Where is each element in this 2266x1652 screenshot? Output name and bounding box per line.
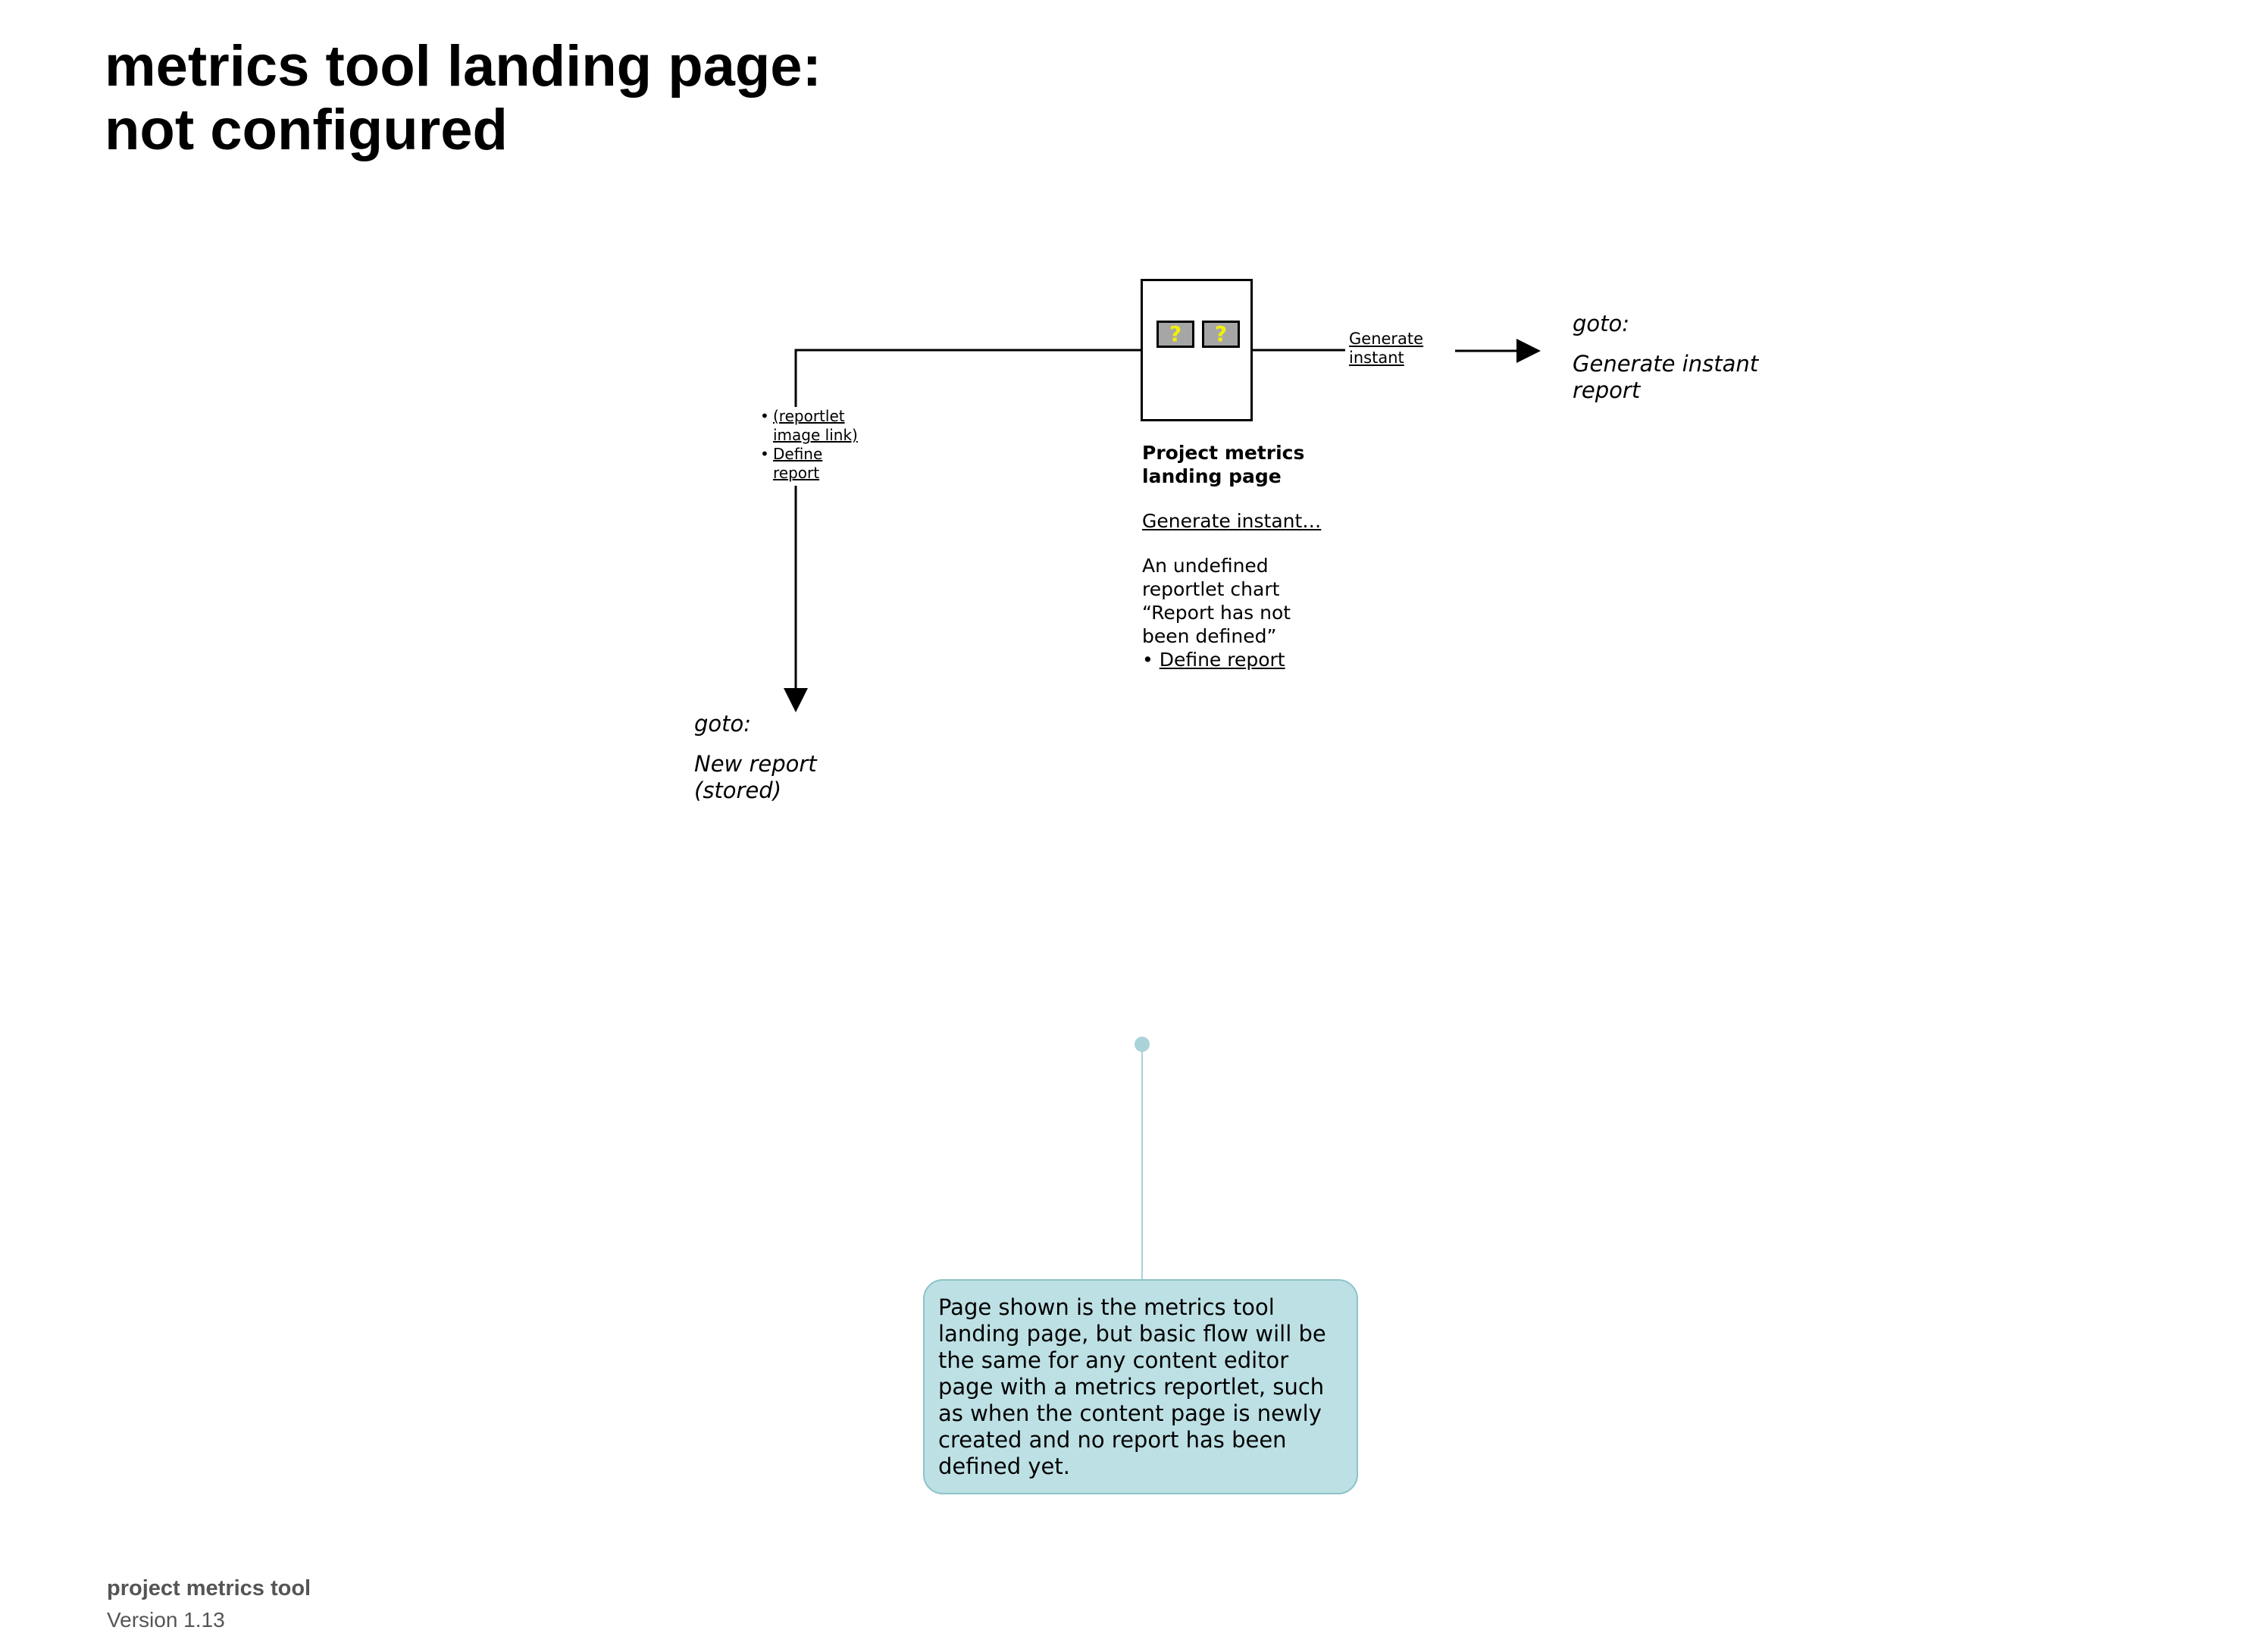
description-line-3: “Report has not: [1142, 602, 1291, 624]
goto-new-report: goto: New report (stored): [694, 711, 817, 804]
landing-page-thumbnail: ? ?: [1141, 279, 1253, 421]
define-report-connector-link-cont[interactable]: report: [773, 464, 820, 482]
generate-instant-line-1: Generate: [1349, 330, 1424, 348]
goto-generate-instant-report: goto: Generate instant report: [1573, 311, 1758, 404]
reportlet-image-link-cont[interactable]: image link): [773, 426, 858, 444]
arrow-right-head: [1516, 339, 1541, 363]
arrow-down-head: [784, 688, 808, 712]
page-title: metrics tool landing page: not configure…: [105, 35, 822, 162]
footer-version: Version 1.13: [107, 1608, 225, 1632]
caption-spacer: [1142, 488, 1339, 509]
landing-page-caption: Project metrics landing page Generate in…: [1142, 441, 1339, 671]
reportlet-image-link[interactable]: (reportlet: [760, 407, 858, 426]
note-connector-dot: [1135, 1037, 1150, 1052]
goto-target-line-2: report: [1573, 377, 1641, 403]
generate-instant-connector-link[interactable]: Generate instant: [1349, 330, 1423, 368]
page-title-line-2: not configured: [105, 98, 508, 162]
goto-label: goto:: [694, 711, 752, 737]
define-report-connector: [794, 349, 1141, 691]
goto-target-line-1: New report: [694, 751, 817, 777]
annotation-note: Page shown is the metrics tool landing p…: [923, 1279, 1358, 1494]
connector-link-list: (reportlet image link) Define report: [760, 407, 859, 486]
goto-target-line-2: (stored): [694, 778, 782, 803]
page-title-line-1: metrics tool landing page:: [105, 34, 822, 99]
goto-label: goto:: [1573, 311, 1630, 336]
caption-spacer: [1142, 533, 1339, 554]
reportlet-chart-icon-2: ?: [1202, 321, 1240, 348]
generate-instant-line-2: instant: [1349, 349, 1404, 367]
define-report-item: • Define report: [1142, 648, 1339, 671]
footer-project-name: project metrics tool: [107, 1576, 311, 1600]
description-line-1: An undefined: [1142, 555, 1269, 577]
goto-target-line-1: Generate instant: [1573, 351, 1759, 377]
bullet: •: [1142, 649, 1160, 671]
landing-page-heading-2: landing page: [1142, 465, 1282, 487]
define-report-connector-link[interactable]: Define: [760, 445, 858, 464]
description-line-4: been defined”: [1142, 625, 1277, 647]
define-report-link[interactable]: Define report: [1159, 649, 1285, 671]
reportlet-chart-icon-1: ?: [1156, 321, 1194, 348]
description-line-2: reportlet chart: [1142, 578, 1280, 600]
landing-page-heading-1: Project metrics: [1142, 442, 1305, 464]
generate-instant-link[interactable]: Generate instant…: [1142, 510, 1322, 532]
